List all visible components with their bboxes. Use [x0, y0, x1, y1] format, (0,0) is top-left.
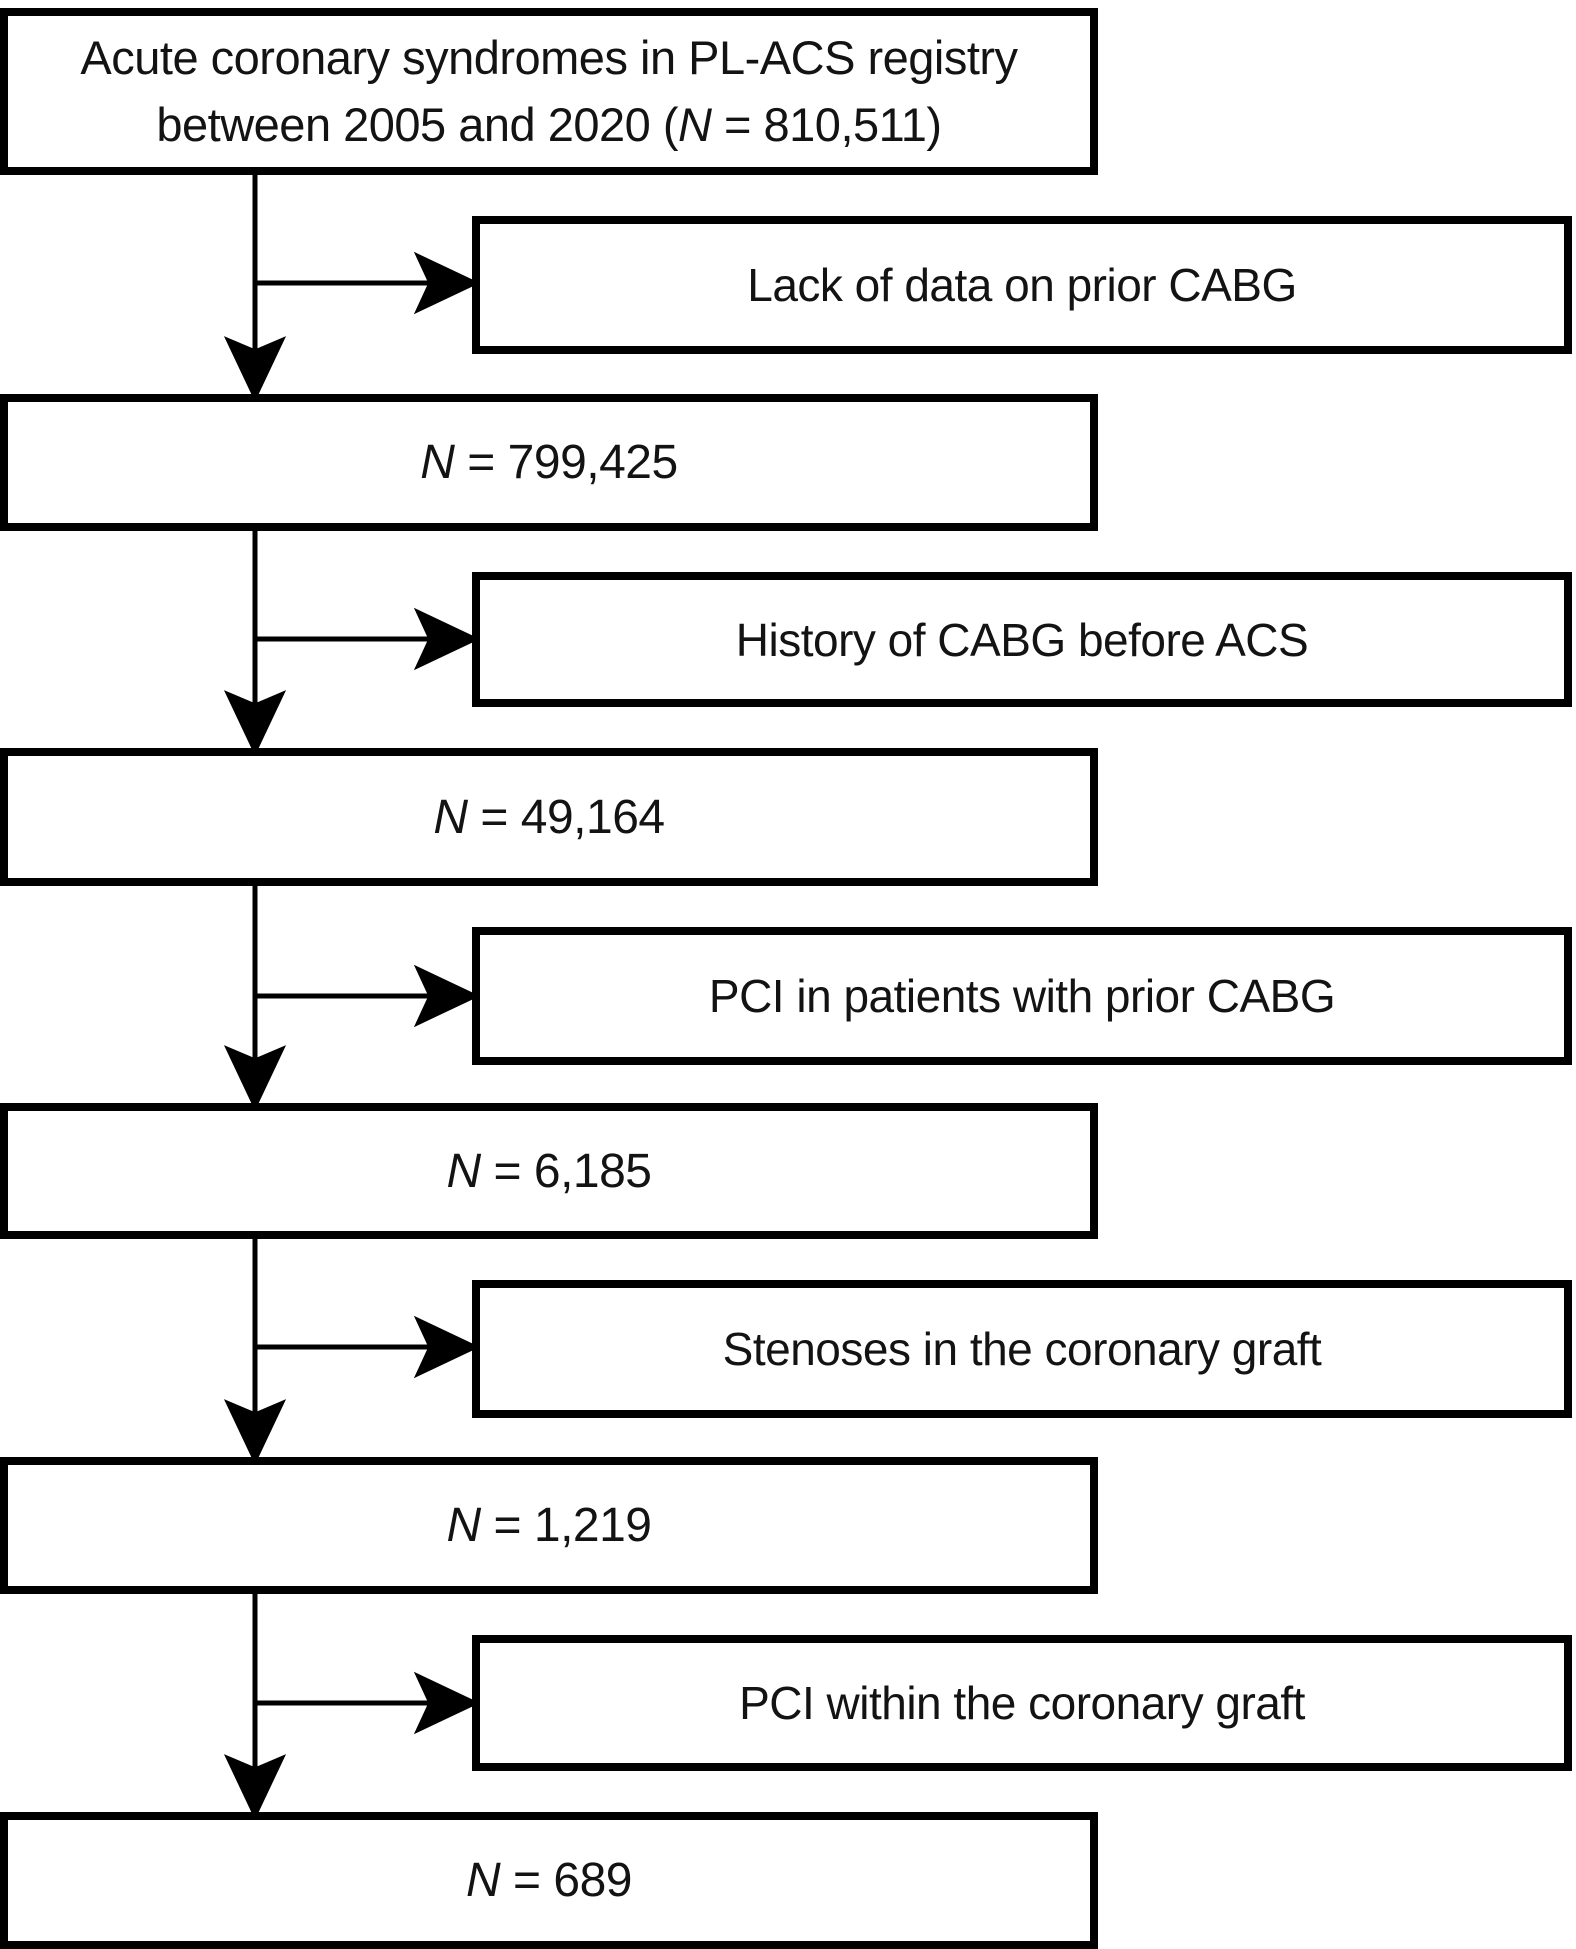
exclusion-box-history-cabg: History of CABG before ACS	[472, 572, 1572, 707]
exclusion-label: PCI within the coronary graft	[739, 1677, 1305, 1729]
cohort-box-6185: N = 6,185	[0, 1103, 1098, 1239]
vertical-trunk-lines	[223, 170, 480, 1820]
cohort-box-799425: N = 799,425	[0, 394, 1098, 531]
n-value: = 1,219	[480, 1499, 652, 1552]
n-symbol: N	[446, 1144, 482, 1198]
cohort-box-49164: N = 49,164	[0, 748, 1098, 886]
right-arrowhead-icon	[413, 964, 480, 1028]
n-value: = 799,425	[454, 436, 678, 489]
down-arrowhead-icon	[223, 1754, 287, 1820]
registry-title-text: Acute coronary syndromes in PL-ACS regis…	[8, 25, 1090, 158]
cohort-n-text: N = 6,185	[8, 1144, 1090, 1199]
n-symbol: N	[420, 436, 455, 489]
cohort-n-text: N = 49,164	[8, 790, 1090, 845]
n-symbol: N	[466, 1854, 501, 1907]
n-symbol: N	[446, 1499, 482, 1552]
down-arrowhead-icon	[223, 1045, 287, 1111]
cohort-n-text: N = 1,219	[8, 1498, 1090, 1553]
cohort-box-1219: N = 1,219	[0, 1457, 1098, 1594]
n-value: = 49,164	[467, 790, 665, 844]
exclusion-label: Lack of data on prior CABG	[747, 259, 1297, 311]
down-arrowhead-icon	[223, 690, 287, 756]
right-arrowhead-icon	[413, 251, 480, 315]
title-line2-post: = 810,511)	[711, 97, 942, 151]
cohort-box-689: N = 689	[0, 1812, 1098, 1949]
n-value: = 6,185	[480, 1144, 652, 1198]
title-line2: between 2005 and 2020 (N = 810,511)	[156, 97, 942, 151]
exclusion-box-lack-of-data: Lack of data on prior CABG	[472, 216, 1572, 354]
exclusion-box-graft-stenoses: Stenoses in the coronary graft	[472, 1280, 1572, 1418]
cohort-n-text: N = 799,425	[8, 435, 1090, 490]
exclusion-box-pci-prior-cabg: PCI in patients with prior CABG	[472, 927, 1572, 1065]
cohort-n-text: N = 689	[8, 1853, 1090, 1908]
registry-title-box: Acute coronary syndromes in PL-ACS regis…	[0, 8, 1098, 175]
exclusion-label: PCI in patients with prior CABG	[708, 970, 1336, 1022]
n-symbol: N	[433, 790, 468, 844]
down-arrowhead-icon	[223, 1399, 287, 1465]
exclusion-label: History of CABG before ACS	[735, 613, 1309, 666]
n-value: = 689	[500, 1854, 632, 1907]
right-arrowhead-icon	[413, 607, 480, 671]
right-arrowhead-icon	[413, 1671, 480, 1735]
title-line2-n: N	[678, 97, 712, 151]
title-line2-pre: between 2005 and 2020 (	[156, 97, 679, 151]
right-arrowhead-icon	[413, 1315, 480, 1379]
title-line1: Acute coronary syndromes in PL-ACS regis…	[80, 30, 1018, 84]
exclusion-box-pci-within-graft: PCI within the coronary graft	[472, 1635, 1572, 1771]
exclusion-label: Stenoses in the coronary graft	[722, 1323, 1322, 1375]
down-arrowhead-icon	[223, 336, 287, 402]
